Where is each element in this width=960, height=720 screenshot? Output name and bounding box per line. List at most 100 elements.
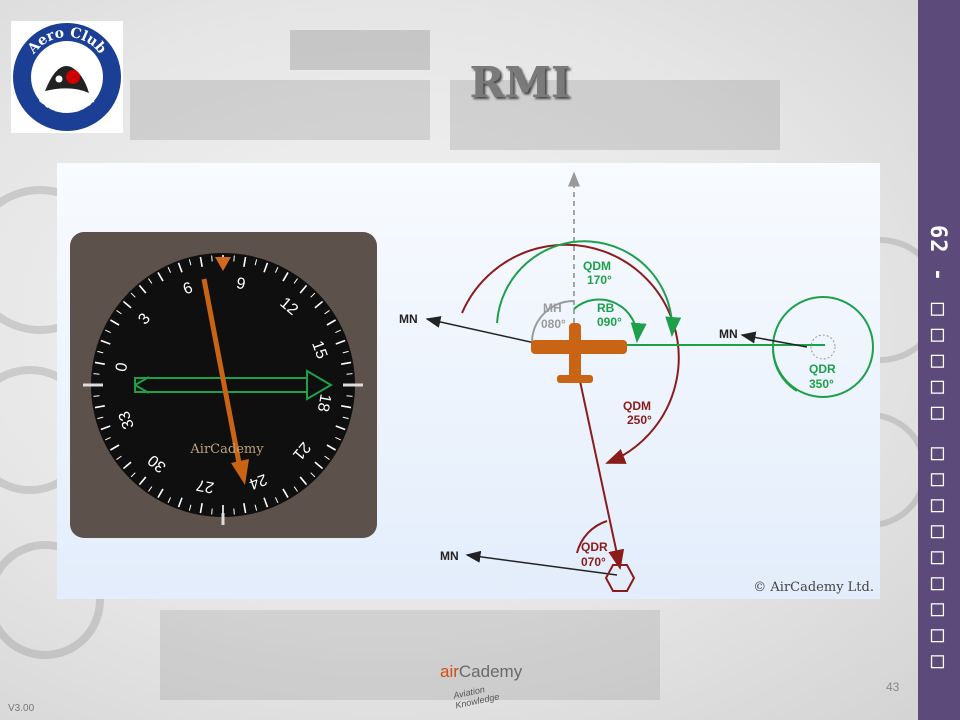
- label-qdm-250-b: 250°: [627, 413, 652, 427]
- brand-name-suffix: Cademy: [458, 662, 523, 681]
- label-qdm-250-a: QDM: [623, 399, 651, 413]
- compass-tick: [138, 476, 147, 486]
- compass-tick: [157, 488, 164, 498]
- mh-arc: [531, 299, 575, 342]
- compass-tick: [342, 416, 349, 420]
- qdm-250-arc: [461, 243, 680, 464]
- compass-tick: [100, 339, 111, 345]
- compass-tick: [122, 300, 132, 309]
- compass-tick: [314, 461, 324, 470]
- compass-tick-ring: [93, 255, 353, 515]
- compass-tick: [93, 395, 100, 397]
- qdr-350-arc: [772, 350, 798, 392]
- compass-tick: [104, 436, 111, 441]
- compass-tick: [110, 319, 120, 326]
- aero-club-logo: Aero Club Kehl e.V.: [11, 21, 123, 133]
- label-qdr-350-a: QDR: [809, 362, 836, 376]
- label-qdr-350-b: 350°: [809, 377, 834, 391]
- compass-scale-label: 15: [308, 339, 330, 362]
- compass-tick: [314, 300, 324, 309]
- compass-scale-label: 27: [195, 476, 216, 496]
- rb-arc: [573, 298, 647, 343]
- compass-tick: [243, 503, 247, 514]
- page-number: 43: [886, 680, 900, 694]
- ndb-symbol-right: [810, 334, 836, 360]
- track-to-station-line: [573, 352, 625, 570]
- orange-needle: [201, 278, 249, 485]
- compass-tick: [233, 508, 235, 515]
- ndb-hexagon-bottom: [604, 564, 636, 592]
- compass-tick: [282, 272, 289, 282]
- compass-tick: [130, 472, 136, 478]
- compass-tick: [177, 497, 183, 508]
- compass-tick: [188, 504, 192, 511]
- cockpit-background: [0, 30, 918, 700]
- compass-tick: [324, 455, 330, 460]
- label-mh-a: MH: [543, 301, 562, 315]
- compass-tick: [211, 508, 213, 515]
- version-label: V3.00: [8, 703, 35, 714]
- compass-scale-label: 24: [247, 470, 270, 492]
- compass-tick: [293, 486, 298, 492]
- compass-tick: [293, 278, 298, 284]
- compass-tick: [254, 504, 258, 511]
- compass-tick: [310, 472, 316, 478]
- compass-tick: [110, 444, 120, 451]
- compass-tick: [346, 373, 353, 375]
- mn-arrow-right: [740, 331, 808, 348]
- brand-name-prefix: air: [440, 662, 459, 681]
- brand-name: airCademy: [440, 662, 530, 682]
- compass-tick: [335, 329, 342, 334]
- label-rb-a: RB: [597, 301, 615, 315]
- compass-tick: [299, 476, 308, 486]
- compass-tick: [282, 488, 289, 498]
- compass-tick: [341, 405, 352, 409]
- compass-tick: [157, 272, 164, 282]
- label-rb-b: 090°: [597, 315, 622, 329]
- compass-tick: [335, 425, 346, 431]
- compass-tick: [104, 329, 111, 334]
- compass-tick: [116, 310, 122, 315]
- label-mn-bottom: MN: [440, 549, 459, 563]
- compass-tick: [233, 255, 235, 262]
- compass-tick: [148, 486, 153, 492]
- compass-tick: [130, 292, 136, 298]
- compass-tick: [324, 310, 330, 315]
- compass-tick: [148, 278, 153, 284]
- compass-tick: [138, 284, 147, 294]
- station-circle: [772, 296, 874, 398]
- compass-scale-label: 18: [314, 393, 334, 414]
- compass-tick: [199, 503, 203, 514]
- compass-tick: [94, 405, 105, 409]
- compass-tick: [274, 497, 279, 504]
- compass-tick: [274, 266, 279, 273]
- bearing-diagram: [425, 171, 874, 592]
- compass-tick: [335, 339, 346, 345]
- compass-tick: [188, 259, 192, 266]
- compass-tick: [341, 361, 352, 365]
- compass-tick: [342, 350, 349, 354]
- compass-tick: [299, 284, 308, 294]
- label-qdm-170-b: 170°: [587, 273, 612, 287]
- compass-tick: [167, 266, 172, 273]
- label-mn-left: MN: [399, 312, 418, 326]
- compass-tick: [167, 497, 172, 504]
- compass-tick: [177, 262, 183, 273]
- compass-tick: [335, 436, 342, 441]
- side-band: 62 - □□□□□ □□□□□□□□□: [918, 0, 960, 720]
- compass-tick: [122, 461, 132, 470]
- compass-tick: [263, 262, 269, 273]
- side-chapter-label: 62 - □□□□□ □□□□□□□□□: [925, 225, 950, 675]
- compass-tick: [326, 319, 336, 326]
- label-qdr-070-a: QDR: [581, 540, 608, 554]
- compass-tick: [326, 444, 336, 451]
- label-mn-right: MN: [719, 327, 738, 341]
- compass-tick: [94, 361, 105, 365]
- compass-tick: [97, 350, 104, 354]
- mn-arrow-bottom: [465, 550, 618, 576]
- instrument-brand: AirCademy: [189, 442, 264, 457]
